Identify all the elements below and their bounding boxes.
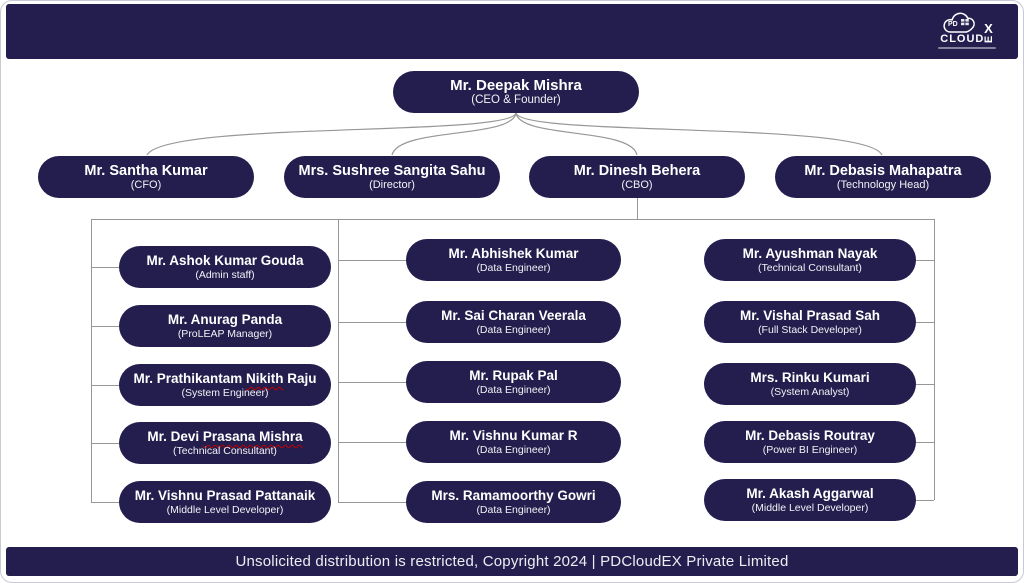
person-name: Mr. Santha Kumar (84, 163, 208, 179)
person-title: (CEO & Founder) (471, 94, 561, 106)
person-title: (Middle Level Developer) (751, 502, 869, 514)
org-node-debasis-routray: Mr. Debasis Routray (Power BI Engineer) (704, 421, 916, 463)
person-title: (Middle Level Developer) (166, 504, 284, 516)
connector-line (916, 500, 934, 501)
person-name: Mrs. Sushree Sangita Sahu (298, 163, 486, 179)
org-node-vishal-prasad-sah: Mr. Vishal Prasad Sah (Full Stack Develo… (704, 301, 916, 343)
person-title: (Data Engineer) (476, 384, 551, 396)
person-name: Mr. Anurag Panda (167, 312, 283, 327)
org-node-ashok-kumar-gouda: Mr. Ashok Kumar Gouda (Admin staff) (119, 246, 331, 288)
connector-line (916, 442, 934, 443)
cloud-icon: PD (943, 12, 975, 33)
person-name: Mr. Ashok Kumar Gouda (146, 253, 304, 268)
logo-tagline-bar (938, 47, 996, 49)
org-node-devi-prasana-mishra: Mr. Devi Prasana Mishra (Technical Consu… (119, 422, 331, 464)
connector-line (338, 442, 406, 443)
person-title: (Data Engineer) (476, 504, 551, 516)
org-node-sushree-sangita-sahu: Mrs. Sushree Sangita Sahu (Director) (284, 156, 500, 198)
person-title: (Director) (369, 179, 415, 191)
person-name: Mr. Dinesh Behera (573, 163, 701, 179)
connector-line (637, 198, 638, 219)
org-node-abhishek-kumar: Mr. Abhishek Kumar (Data Engineer) (406, 239, 621, 281)
person-title: (ProLEAP Manager) (177, 328, 273, 340)
org-node-akash-aggarwal: Mr. Akash Aggarwal (Middle Level Develop… (704, 479, 916, 521)
person-title: (System Analyst) (770, 386, 850, 398)
person-name: Mr. Sai Charan Veerala (441, 308, 586, 323)
connector-line (91, 219, 934, 220)
org-node-vishnu-prasad-pattanaik: Mr. Vishnu Prasad Pattanaik (Middle Leve… (119, 481, 331, 523)
org-node-debasis-mahapatra: Mr. Debasis Mahapatra (Technology Head) (775, 156, 991, 198)
logo-rotated-e: E (983, 34, 996, 44)
person-name: Mr. Vishnu Kumar R (449, 428, 578, 443)
connector-line (916, 384, 934, 385)
org-node-anurag-panda: Mr. Anurag Panda (ProLEAP Manager) (119, 305, 331, 347)
org-node-deepak-mishra: Mr. Deepak Mishra (CEO & Founder) (393, 71, 639, 113)
person-name: Mr. Deepak Mishra (450, 77, 582, 94)
svg-text:PD: PD (948, 21, 958, 28)
connector-line (916, 260, 934, 261)
logo-x-glyph: X (984, 21, 993, 36)
misspelled-word: Nikith (246, 371, 284, 386)
person-title: (Full Stack Developer) (758, 324, 862, 336)
person-title: (Data Engineer) (476, 444, 551, 456)
org-node-prathikantam-nikith-raju: Mr. Prathikantam Nikith Raju (System Eng… (119, 364, 331, 406)
org-node-rinku-kumari: Mrs. Rinku Kumari (System Analyst) (704, 363, 916, 405)
connector-line (91, 219, 92, 502)
person-name: Mr. Rupak Pal (469, 368, 558, 383)
person-title: (Technical Consultant) (173, 445, 277, 457)
person-title: (Technology Head) (836, 179, 930, 191)
connector-line (91, 385, 119, 386)
connector-line (338, 322, 406, 323)
org-node-dinesh-behera: Mr. Dinesh Behera (CBO) (529, 156, 745, 198)
person-name: Mr. Debasis Mahapatra (804, 163, 962, 179)
misspelled-word: Prasana Mishra (202, 429, 303, 444)
org-node-ramamoorthy-gowri: Mrs. Ramamoorthy Gowri (Data Engineer) (406, 481, 621, 523)
connector-line (91, 443, 119, 444)
connector-line (338, 502, 406, 503)
person-title: (System Engineer) (181, 387, 269, 399)
grid-icon (961, 19, 969, 26)
person-name: Mrs. Ramamoorthy Gowri (431, 488, 596, 503)
connector-line (91, 267, 119, 268)
person-name: Mr. Akash Aggarwal (746, 486, 874, 501)
connector-line (338, 382, 406, 383)
person-name: Mr. Vishnu Prasad Pattanaik (134, 488, 316, 503)
person-title: (CBO) (621, 179, 653, 191)
person-name: Mr. Prathikantam Nikith Raju (133, 371, 317, 386)
connector-line (91, 502, 119, 503)
connector-line (338, 260, 406, 261)
person-title: (CFO) (130, 179, 162, 191)
footer-bar: Unsolicited distribution is restricted, … (6, 547, 1018, 576)
person-name: Mr. Abhishek Kumar (448, 246, 579, 261)
copyright-text: Unsolicited distribution is restricted, … (235, 553, 789, 570)
org-node-rupak-pal: Mr. Rupak Pal (Data Engineer) (406, 361, 621, 403)
connector-line (91, 326, 119, 327)
person-title: (Power BI Engineer) (762, 444, 858, 456)
connector-line (916, 322, 934, 323)
person-name: Mr. Devi Prasana Mishra (147, 429, 303, 444)
person-name: Mr. Ayushman Nayak (742, 246, 878, 261)
person-title: (Technical Consultant) (758, 262, 862, 274)
person-name: Mrs. Rinku Kumari (750, 370, 870, 385)
person-title: (Admin staff) (195, 269, 255, 281)
org-node-santha-kumar: Mr. Santha Kumar (CFO) (38, 156, 254, 198)
logo-top: PD X (941, 9, 993, 35)
connector-line (934, 219, 935, 500)
org-node-sai-charan-veerala: Mr. Sai Charan Veerala (Data Engineer) (406, 301, 621, 343)
person-title: (Data Engineer) (476, 324, 551, 336)
person-name: Mr. Vishal Prasad Sah (739, 308, 881, 323)
connector-line (338, 219, 339, 502)
person-title: (Data Engineer) (476, 262, 551, 274)
org-node-vishnu-kumar-r: Mr. Vishnu Kumar R (Data Engineer) (406, 421, 621, 463)
logo-cloud-text: CLOUD (940, 33, 985, 45)
person-name: Mr. Debasis Routray (745, 428, 875, 443)
org-node-ayushman-nayak: Mr. Ayushman Nayak (Technical Consultant… (704, 239, 916, 281)
